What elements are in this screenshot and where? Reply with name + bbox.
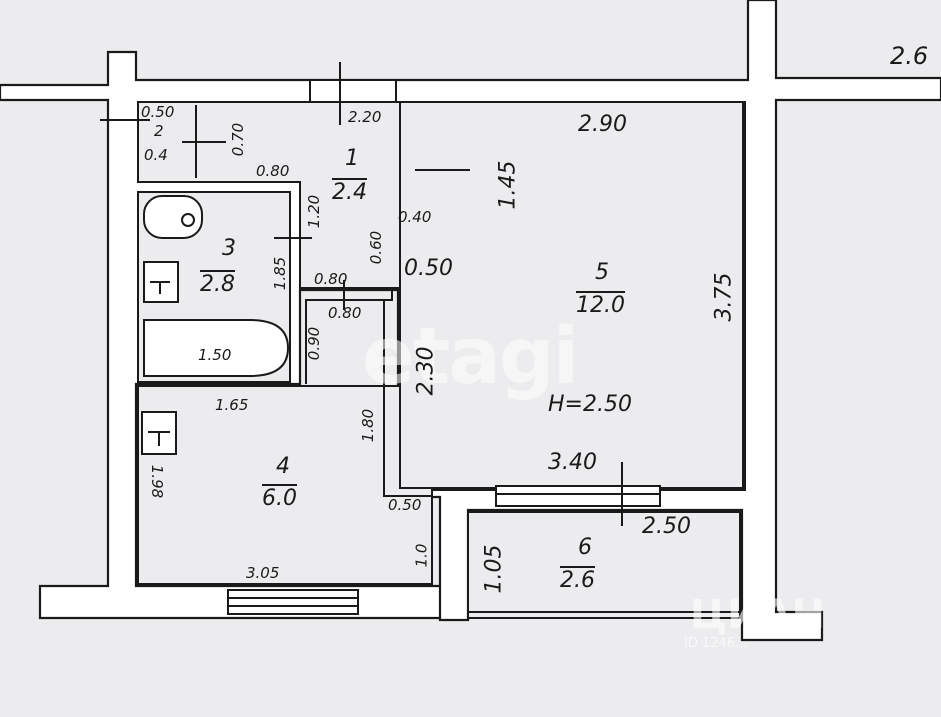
room-6-area: 2.6 bbox=[560, 566, 595, 593]
dim-0-50b: 0.50 bbox=[404, 256, 453, 281]
dim-0-50a: 0.50 bbox=[141, 103, 175, 121]
dim-1-80: 1.80 bbox=[359, 408, 378, 443]
watermark-id: ID 1246... bbox=[684, 636, 748, 651]
room-5-number: 5 bbox=[595, 260, 609, 285]
partition-corridor bbox=[138, 181, 393, 384]
room-4-number: 4 bbox=[276, 454, 290, 479]
dim-3-75: 3.75 bbox=[711, 272, 737, 322]
dim-1-65: 1.65 bbox=[215, 396, 249, 414]
dim-top-right: 2.6 bbox=[890, 42, 929, 70]
dim-2: 2 bbox=[154, 122, 164, 140]
dim-1-45: 1.45 bbox=[495, 160, 521, 210]
dim-3-05: 3.05 bbox=[246, 564, 280, 582]
sink-icon bbox=[143, 195, 203, 239]
door-top bbox=[309, 79, 397, 103]
dim-1-05: 1.05 bbox=[481, 544, 507, 594]
dim-0-90: 0.90 bbox=[305, 326, 324, 361]
partition-bath bbox=[138, 192, 291, 383]
dim-2-20: 2.20 bbox=[348, 108, 382, 126]
dim-0-40: 0.40 bbox=[398, 208, 432, 226]
partition-6 bbox=[468, 511, 741, 618]
dim-2-90: 2.90 bbox=[578, 112, 627, 137]
room-1-area: 2.4 bbox=[332, 178, 367, 205]
dim-1-20: 1.20 bbox=[305, 194, 324, 229]
ceiling-height: H=2.50 bbox=[548, 392, 632, 417]
watermark-cian: ЦИАН bbox=[690, 592, 826, 638]
dim-0-60: 0.60 bbox=[367, 230, 386, 265]
dim-1-0: 1.0 bbox=[412, 543, 431, 568]
dim-1-85: 1.85 bbox=[271, 256, 290, 291]
dim-1-98: 1.98 bbox=[148, 464, 167, 499]
dim-2-50: 2.50 bbox=[642, 514, 691, 539]
room-3-area: 2.8 bbox=[200, 270, 235, 297]
dim-0-70: 0.70 bbox=[229, 122, 248, 157]
window-kitchen bbox=[227, 589, 359, 615]
room-5-area: 12.0 bbox=[576, 291, 625, 318]
dim-0-80c: 0.80 bbox=[328, 304, 362, 322]
room-3-number: 3 bbox=[222, 236, 236, 261]
window-room5 bbox=[495, 485, 661, 507]
watermark-etagi: etagi bbox=[362, 312, 579, 402]
room-1-number: 1 bbox=[345, 146, 359, 171]
dim-0-4: 0.4 bbox=[144, 146, 168, 164]
dim-1-50: 1.50 bbox=[198, 346, 232, 364]
dim-0-50c: 0.50 bbox=[388, 496, 422, 514]
room-4-area: 6.0 bbox=[262, 484, 297, 511]
partition-hall bbox=[383, 300, 432, 497]
dim-0-80a: 0.80 bbox=[256, 162, 290, 180]
dim-2-30: 2.30 bbox=[413, 346, 439, 396]
room-6-interior bbox=[467, 511, 741, 619]
dim-0-80b: 0.80 bbox=[314, 270, 348, 288]
bathtub-icon bbox=[143, 319, 290, 377]
dim-3-40: 3.40 bbox=[548, 450, 597, 475]
room-5-interior bbox=[399, 101, 744, 489]
room-6-number: 6 bbox=[578, 535, 592, 560]
